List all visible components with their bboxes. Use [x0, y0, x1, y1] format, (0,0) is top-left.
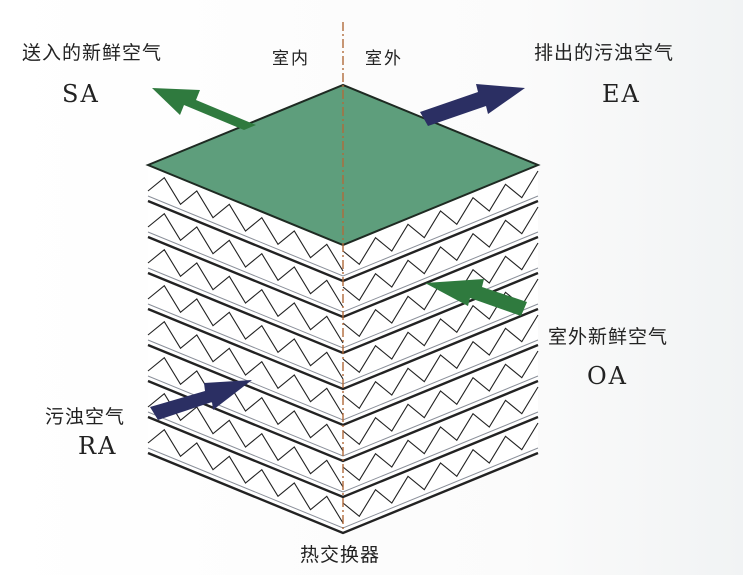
supply-air-label: 送入的新鲜空气 — [22, 42, 163, 64]
outdoor-label: 室外 — [365, 49, 403, 69]
return-air-code: RA — [78, 432, 118, 460]
diagram-caption: 热交换器 — [300, 544, 381, 566]
return-air-label: 污浊空气 — [45, 406, 126, 428]
supply-air-code: SA — [62, 80, 100, 108]
outdoor-air-code: OA — [587, 362, 629, 390]
exhaust-air-label: 排出的污浊空气 — [534, 42, 675, 64]
return-air-arrow — [150, 380, 252, 420]
exhaust-air-code: EA — [602, 80, 641, 108]
exhaust-air-arrow — [420, 84, 525, 126]
outdoor-air-arrow — [425, 279, 527, 316]
outdoor-air-label: 室外新鲜空气 — [548, 326, 669, 348]
supply-air-arrow — [152, 88, 256, 130]
indoor-label: 室内 — [272, 49, 310, 69]
